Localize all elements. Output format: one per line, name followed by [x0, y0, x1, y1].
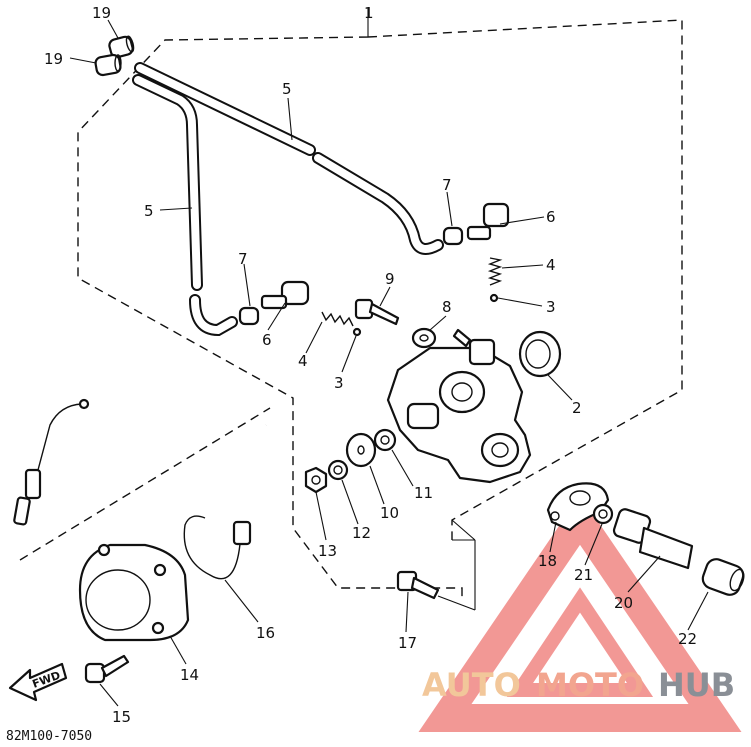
watermark-triangle: [418, 495, 742, 732]
callout-6-left: 6: [262, 331, 272, 349]
callout-2: 2: [572, 399, 582, 417]
callout-3-upper: 3: [546, 298, 556, 316]
nut-13: [304, 466, 328, 494]
callout-10: 10: [380, 504, 399, 522]
callout-22: 22: [678, 630, 697, 648]
callout-12: 12: [352, 524, 371, 542]
shaft-20: [612, 508, 694, 570]
sensor-boundary: [19, 407, 271, 561]
cover-14: [78, 543, 190, 642]
washer-11: [373, 428, 397, 452]
callout-8: 8: [442, 298, 452, 316]
figure-code: 82M100-7050: [6, 729, 92, 744]
callout-3-lower: 3: [334, 374, 344, 392]
callout-5-left: 5: [144, 202, 154, 220]
callout-5-upper: 5: [282, 80, 292, 98]
washer-8: [411, 327, 437, 349]
bolt-9: [354, 298, 400, 326]
callout-16: 16: [256, 624, 275, 642]
callout-11: 11: [414, 484, 433, 502]
callout-7-left: 7: [238, 250, 248, 268]
fwd-arrow-icon: FWD: [8, 662, 68, 702]
bolt-17: [396, 570, 440, 600]
callout-19-lower: 19: [44, 50, 63, 68]
plate-washer-10: [345, 432, 377, 468]
callout-14: 14: [180, 666, 199, 684]
callout-4-upper: 4: [546, 256, 556, 274]
o-ring-21: [592, 503, 614, 525]
check-ball-3-upper: [489, 293, 499, 303]
bolt-15: [84, 654, 130, 684]
callout-15: 15: [112, 708, 131, 726]
watermark-hub: HUB: [658, 666, 735, 704]
callout-6-upper: 6: [546, 208, 556, 226]
collar-19-lower: [94, 53, 122, 77]
callout-18: 18: [538, 552, 557, 570]
callout-21: 21: [574, 566, 593, 584]
leader-lines: [69, 19, 709, 707]
watermark-logo: AUTO MOTO HUB: [422, 666, 735, 704]
hose-5-long: [134, 62, 444, 255]
callout-7-upper: 7: [442, 176, 452, 194]
spring-4-upper: [487, 257, 503, 286]
watermark-moto: MOTO: [536, 666, 644, 704]
callout-20: 20: [614, 594, 633, 612]
callout-4-lower: 4: [298, 352, 308, 370]
callout-1: 1: [364, 4, 374, 22]
callout-19-upper: 19: [92, 4, 111, 22]
callout-17: 17: [398, 634, 417, 652]
spring-4-lower: [321, 311, 354, 327]
hose-5-bent: [132, 74, 238, 337]
collar-22: [701, 558, 745, 596]
clip-7-upper: [442, 226, 464, 246]
oil-pump-body: [386, 328, 532, 484]
elbow-fitting-6-left: [260, 280, 310, 310]
cable-16: [183, 424, 268, 580]
spring-washer-12: [327, 459, 349, 481]
check-ball-3-lower: [352, 327, 362, 337]
gasket-18: [546, 482, 610, 532]
clip-7-left: [238, 306, 260, 326]
oil-seal-2: [518, 330, 562, 378]
sensor-lead: [13, 398, 90, 526]
watermark-auto: AUTO: [422, 666, 521, 704]
collar-19-upper: [108, 35, 135, 59]
callout-13: 13: [318, 542, 337, 560]
elbow-fitting-6-upper: [466, 202, 510, 241]
callout-9: 9: [385, 270, 395, 288]
